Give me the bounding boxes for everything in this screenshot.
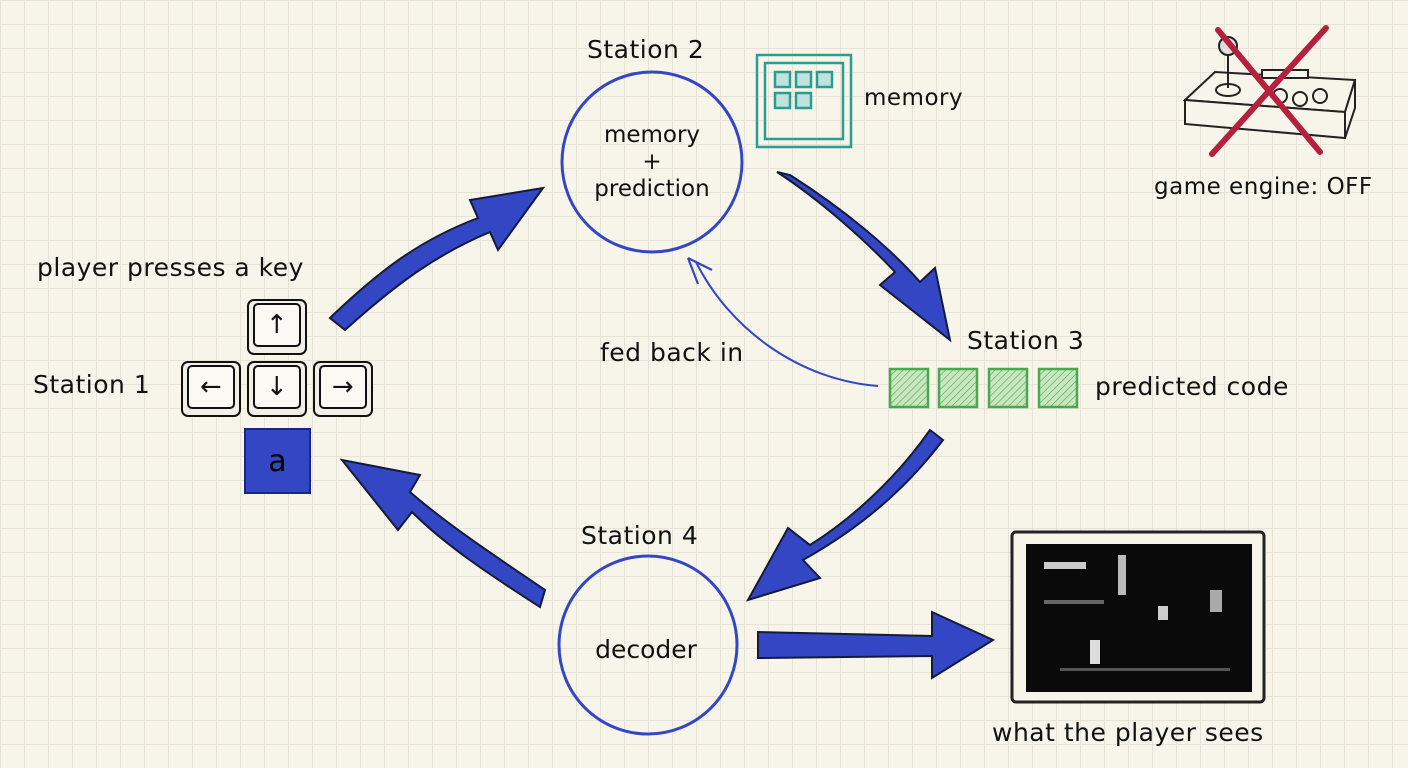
station2-text: memory + prediction: [594, 119, 709, 205]
predicted-code-blocks: [888, 367, 1079, 409]
station4-text: decoder: [595, 635, 697, 664]
game-engine-label: game engine: OFF: [1154, 174, 1373, 200]
arrow-keys: [181, 299, 373, 417]
cross-out-icon: [1209, 25, 1329, 157]
arrow-s2-to-s3: [776, 171, 952, 343]
station2-line-memory: memory: [603, 122, 701, 148]
arrow-s4-to-s1: [339, 458, 547, 609]
feedback-arrow: [695, 261, 879, 387]
station2-label: Station 2: [587, 35, 705, 64]
player-sees-label: what the player sees: [992, 718, 1264, 747]
station4-circle: [557, 554, 739, 736]
key-right-glyph: →: [331, 372, 355, 402]
game-screen-icon: [1010, 530, 1266, 704]
key-left-glyph: ←: [199, 372, 223, 402]
station3-label: Station 3: [967, 326, 1085, 355]
feedback-arrowhead: [686, 257, 713, 285]
key-a: a: [244, 428, 311, 494]
arrow-s3-to-s4: [745, 428, 945, 602]
station1-label: Station 1: [33, 370, 151, 399]
key-up-glyph: ↑: [265, 310, 289, 340]
fed-back-label: fed back in: [600, 338, 744, 367]
station2-line-plus: +: [642, 149, 662, 175]
station2-circle: [560, 70, 744, 254]
predicted-code-label: predicted code: [1095, 372, 1289, 401]
memory-grid-icon: [755, 53, 853, 149]
memory-label: memory: [864, 85, 964, 111]
arrow-s4-to-screen: [757, 610, 996, 680]
station2-line-prediction: prediction: [594, 176, 710, 202]
station4-label: Station 4: [581, 521, 699, 550]
player-presses-label: player presses a key: [37, 253, 304, 282]
key-down-glyph: ↓: [265, 372, 289, 402]
arrow-s1-to-s2: [328, 186, 546, 332]
